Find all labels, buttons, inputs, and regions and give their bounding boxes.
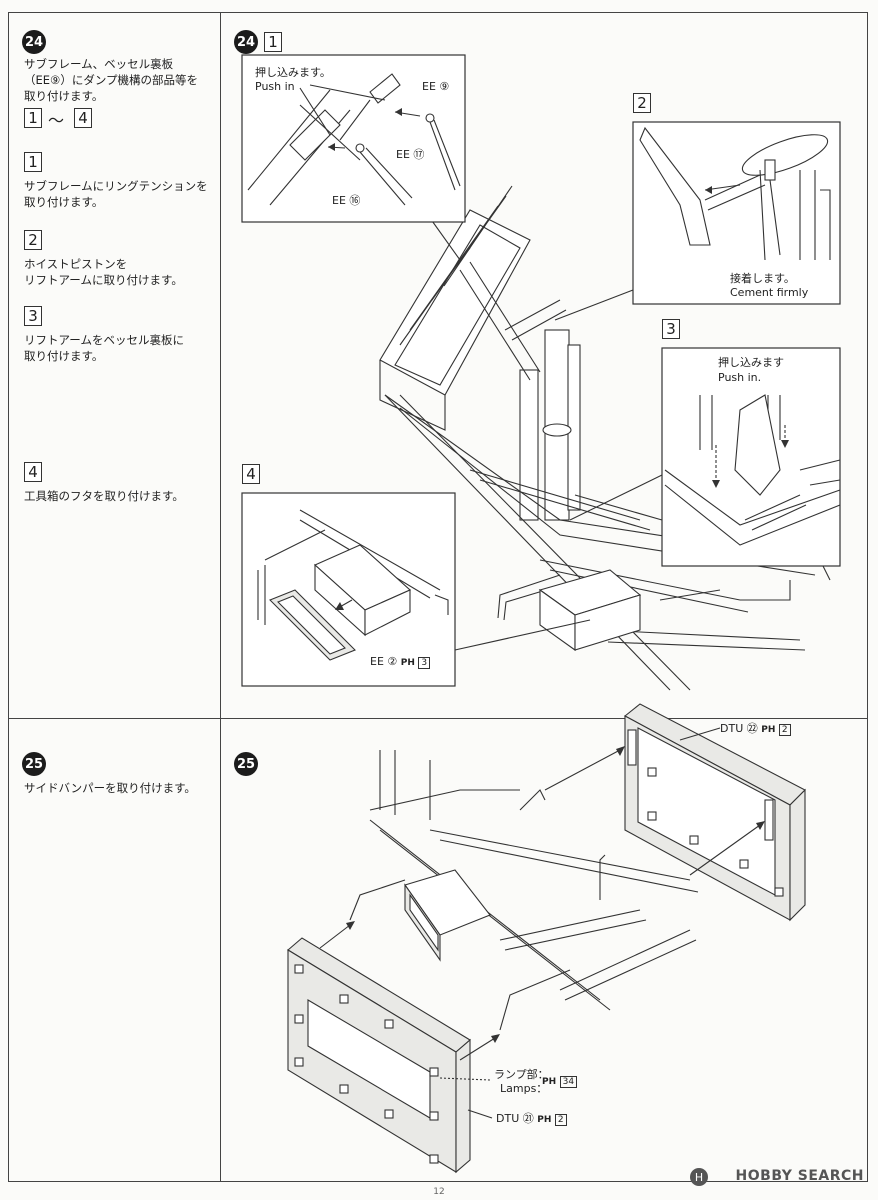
inset3-push-en: Push in. (718, 371, 762, 384)
dtu22-ph-num: 2 (778, 724, 791, 736)
inset-4-drawing (241, 492, 456, 687)
ee2-label: EE ② PH 3 (370, 655, 431, 670)
inset2-box: 2 (633, 93, 651, 113)
dtu21-label: DTU ㉑ PH 2 (496, 1112, 567, 1127)
range-to-box: 4 (74, 108, 92, 128)
substep-3-text: リフトアームをベッセル裏板に 取り付けます。 (24, 333, 184, 363)
lamps-ph: PH 34 (542, 1074, 578, 1089)
ee16-label: EE ⑯ (332, 194, 361, 207)
step-25-badge: 25 (22, 752, 46, 776)
page-frame (8, 12, 868, 1182)
inset1-push-en: Push in (255, 80, 295, 93)
page-number: 12 (433, 1187, 445, 1197)
ee2-text: EE ② (370, 655, 401, 668)
diagram-25-badge: 25 (234, 752, 258, 776)
dtu22-label: DTU ㉒ PH 2 (720, 722, 791, 737)
hobby-search-watermark: HOBBY SEARCH (735, 1168, 864, 1184)
substep-1-text: サブフレームにリングテンションを 取り付けます。 (24, 179, 208, 209)
ee2-ph: PH (400, 658, 415, 668)
lamps-jp: ランプ部： (494, 1068, 549, 1081)
inset-1-drawing (241, 54, 466, 223)
ee17-label: EE ⑰ (396, 148, 425, 161)
diagram-24-badge: 24 (234, 30, 258, 54)
column-divider (220, 12, 221, 1182)
inset3-push-jp: 押し込みます (718, 356, 784, 369)
lamps-en: Lamps： (500, 1082, 548, 1095)
dtu21-ph-num: 2 (554, 1114, 567, 1126)
substep-4-text: 工具箱のフタを取り付けます。 (24, 489, 184, 503)
inset-3-drawing (661, 347, 841, 567)
lamps-ph-mark: PH (542, 1077, 557, 1087)
substep-2-text: ホイストピストンを リフトアームに取り付けます。 (24, 257, 183, 287)
inset4-box: 4 (242, 464, 260, 484)
inset3-box: 3 (662, 319, 680, 339)
substep-3-box: 3 (24, 306, 42, 326)
dtu21-text: DTU ㉑ (496, 1112, 538, 1125)
dtu22-text: DTU ㉒ (720, 722, 762, 735)
inset2-cement-jp: 接着します。 (730, 272, 795, 285)
step-divider (8, 718, 868, 719)
step24-main-assembly (379, 185, 831, 691)
step25-main-assembly (287, 703, 806, 1174)
dtu21-ph: PH (537, 1115, 552, 1125)
substep-4-box: 4 (24, 462, 42, 482)
ee9-label: EE ⑨ (422, 80, 450, 93)
range-from-box: 1 (24, 108, 42, 128)
diagram-24-sub-box: 1 (264, 32, 282, 52)
lamps-ph-num: 34 (559, 1076, 578, 1088)
dtu22-ph: PH (761, 725, 776, 735)
substep-1-box: 1 (24, 152, 42, 172)
inset-2-drawing (632, 121, 841, 305)
step-25-text: サイドバンパーを取り付けます。 (24, 781, 196, 795)
ee2-ph-num: 3 (418, 657, 431, 669)
inset1-push-jp: 押し込みます。 (255, 66, 331, 79)
hobby-search-logo-icon: H (690, 1168, 708, 1186)
substep-2-box: 2 (24, 230, 42, 250)
step-24-badge: 24 (22, 30, 46, 54)
inset2-cement-en: Cement firmly (730, 286, 809, 299)
step-24-intro: サブフレーム、ベッセル裏板 （EE⑨）にダンプ機構の部品等を 取り付けます。 (24, 57, 198, 103)
range-tilde: 〜 (48, 111, 65, 130)
